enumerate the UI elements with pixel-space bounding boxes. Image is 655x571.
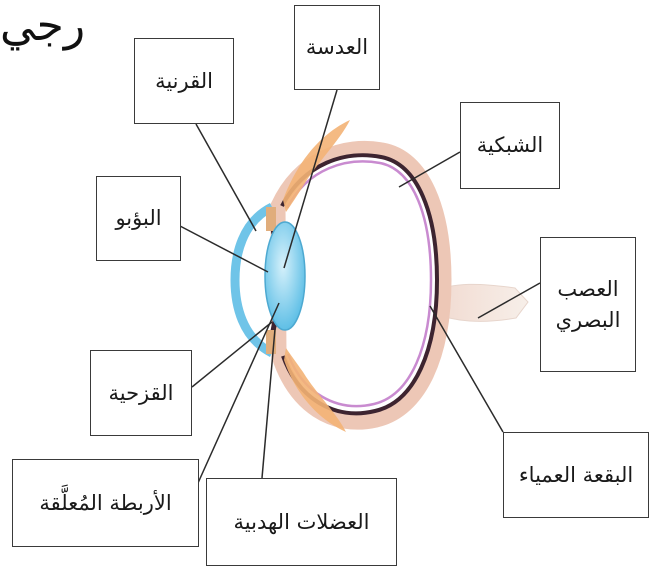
label-optic-nerve: العصب البصري [540, 237, 636, 372]
leader-iris [191, 321, 273, 388]
label-cornea: القرنية [134, 38, 234, 124]
handwritten-mark: رجي [0, 0, 86, 51]
label-ciliary-muscles: العضلات الهدبية [206, 478, 397, 566]
leader-optic-nerve [477, 282, 541, 319]
leader-lines [179, 89, 541, 484]
label-suspensory-ligaments: الأربطة المُعلَّقة [12, 459, 199, 547]
iris-lower [266, 330, 276, 354]
label-blind-spot: البقعة العمياء [503, 432, 649, 518]
label-optic-nerve-line2: البصري [555, 307, 621, 332]
leader-pupil [179, 225, 269, 273]
retina-shape [285, 160, 433, 408]
iris-upper [266, 207, 276, 231]
lens-shape [264, 221, 306, 331]
label-pupil: البؤبو [96, 176, 181, 261]
cornea-shape [230, 202, 275, 358]
label-retina: الشبكية [460, 102, 560, 189]
ciliary-muscle-upper [283, 120, 350, 212]
label-iris: القزحية [90, 350, 192, 436]
choroid-shape [280, 153, 440, 416]
leader-suspensory-ligaments [197, 302, 280, 484]
leader-ciliary-muscles [261, 328, 276, 479]
leader-blind-spot [429, 305, 504, 433]
leader-cornea [195, 123, 257, 232]
ciliary-muscle-lower [284, 348, 346, 432]
leader-lens [283, 89, 338, 269]
leader-retina [398, 151, 461, 188]
label-lens: العدسة [294, 5, 380, 90]
label-optic-nerve-line1: العصب [557, 277, 619, 302]
